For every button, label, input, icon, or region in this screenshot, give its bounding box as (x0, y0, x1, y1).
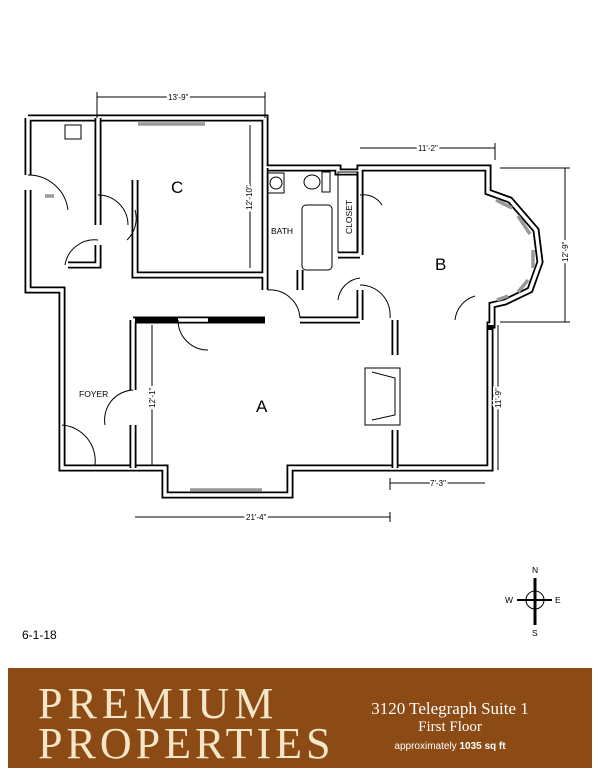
dim-room-c-depth: 12'-10" (245, 185, 254, 210)
fixtures (64, 124, 401, 426)
floor-plan: 13'-9" 12'-10" 11'-2" 12'-9" 11'-9" 7'-3… (24, 91, 572, 638)
compass: N S E W (505, 565, 561, 638)
dim-side-room-depth: 11'-9" (494, 388, 503, 408)
room-label-c: C (171, 178, 183, 197)
dim-side-room-width: 7'-3" (430, 479, 446, 488)
fireplace (364, 367, 401, 426)
dim-room-c-width: 13'-9" (168, 93, 189, 102)
brand-logo-line1: PREMIUM (38, 679, 279, 728)
room-label-closet: CLOSET (344, 200, 354, 234)
compass-n: N (532, 565, 538, 575)
room-label-b: B (435, 255, 446, 274)
area-value: 1035 sq ft (459, 741, 506, 752)
compass-e: E (555, 595, 561, 605)
floor-label: First Floor (418, 719, 482, 735)
brand-banner: PREMIUM PROPERTIES (8, 668, 592, 768)
compass-w: W (505, 595, 513, 605)
walls (24, 114, 544, 499)
dim-room-b-width: 11'-2" (418, 144, 438, 153)
dimension-lines (96, 92, 570, 522)
property-address: 3120 Telegraph Suite 1 (371, 699, 529, 718)
windows (45, 122, 535, 492)
dim-room-a-depth: 12'-1" (148, 387, 157, 408)
doors (27, 174, 476, 466)
plan-date: 6-1-18 (22, 628, 57, 642)
brand-logo-line2: PROPERTIES (38, 719, 335, 768)
room-label-foyer: FOYER (79, 389, 108, 399)
area-prefix: approximately (394, 741, 457, 752)
dim-room-a-width: 21'-4" (246, 513, 267, 522)
dim-room-b-depth: 12'-9" (561, 241, 570, 262)
room-label-a: A (256, 397, 268, 416)
compass-s: S (532, 628, 538, 638)
room-label-bath: BATH (271, 226, 293, 236)
area-label: approximately 1035 sq ft (335, 741, 565, 752)
